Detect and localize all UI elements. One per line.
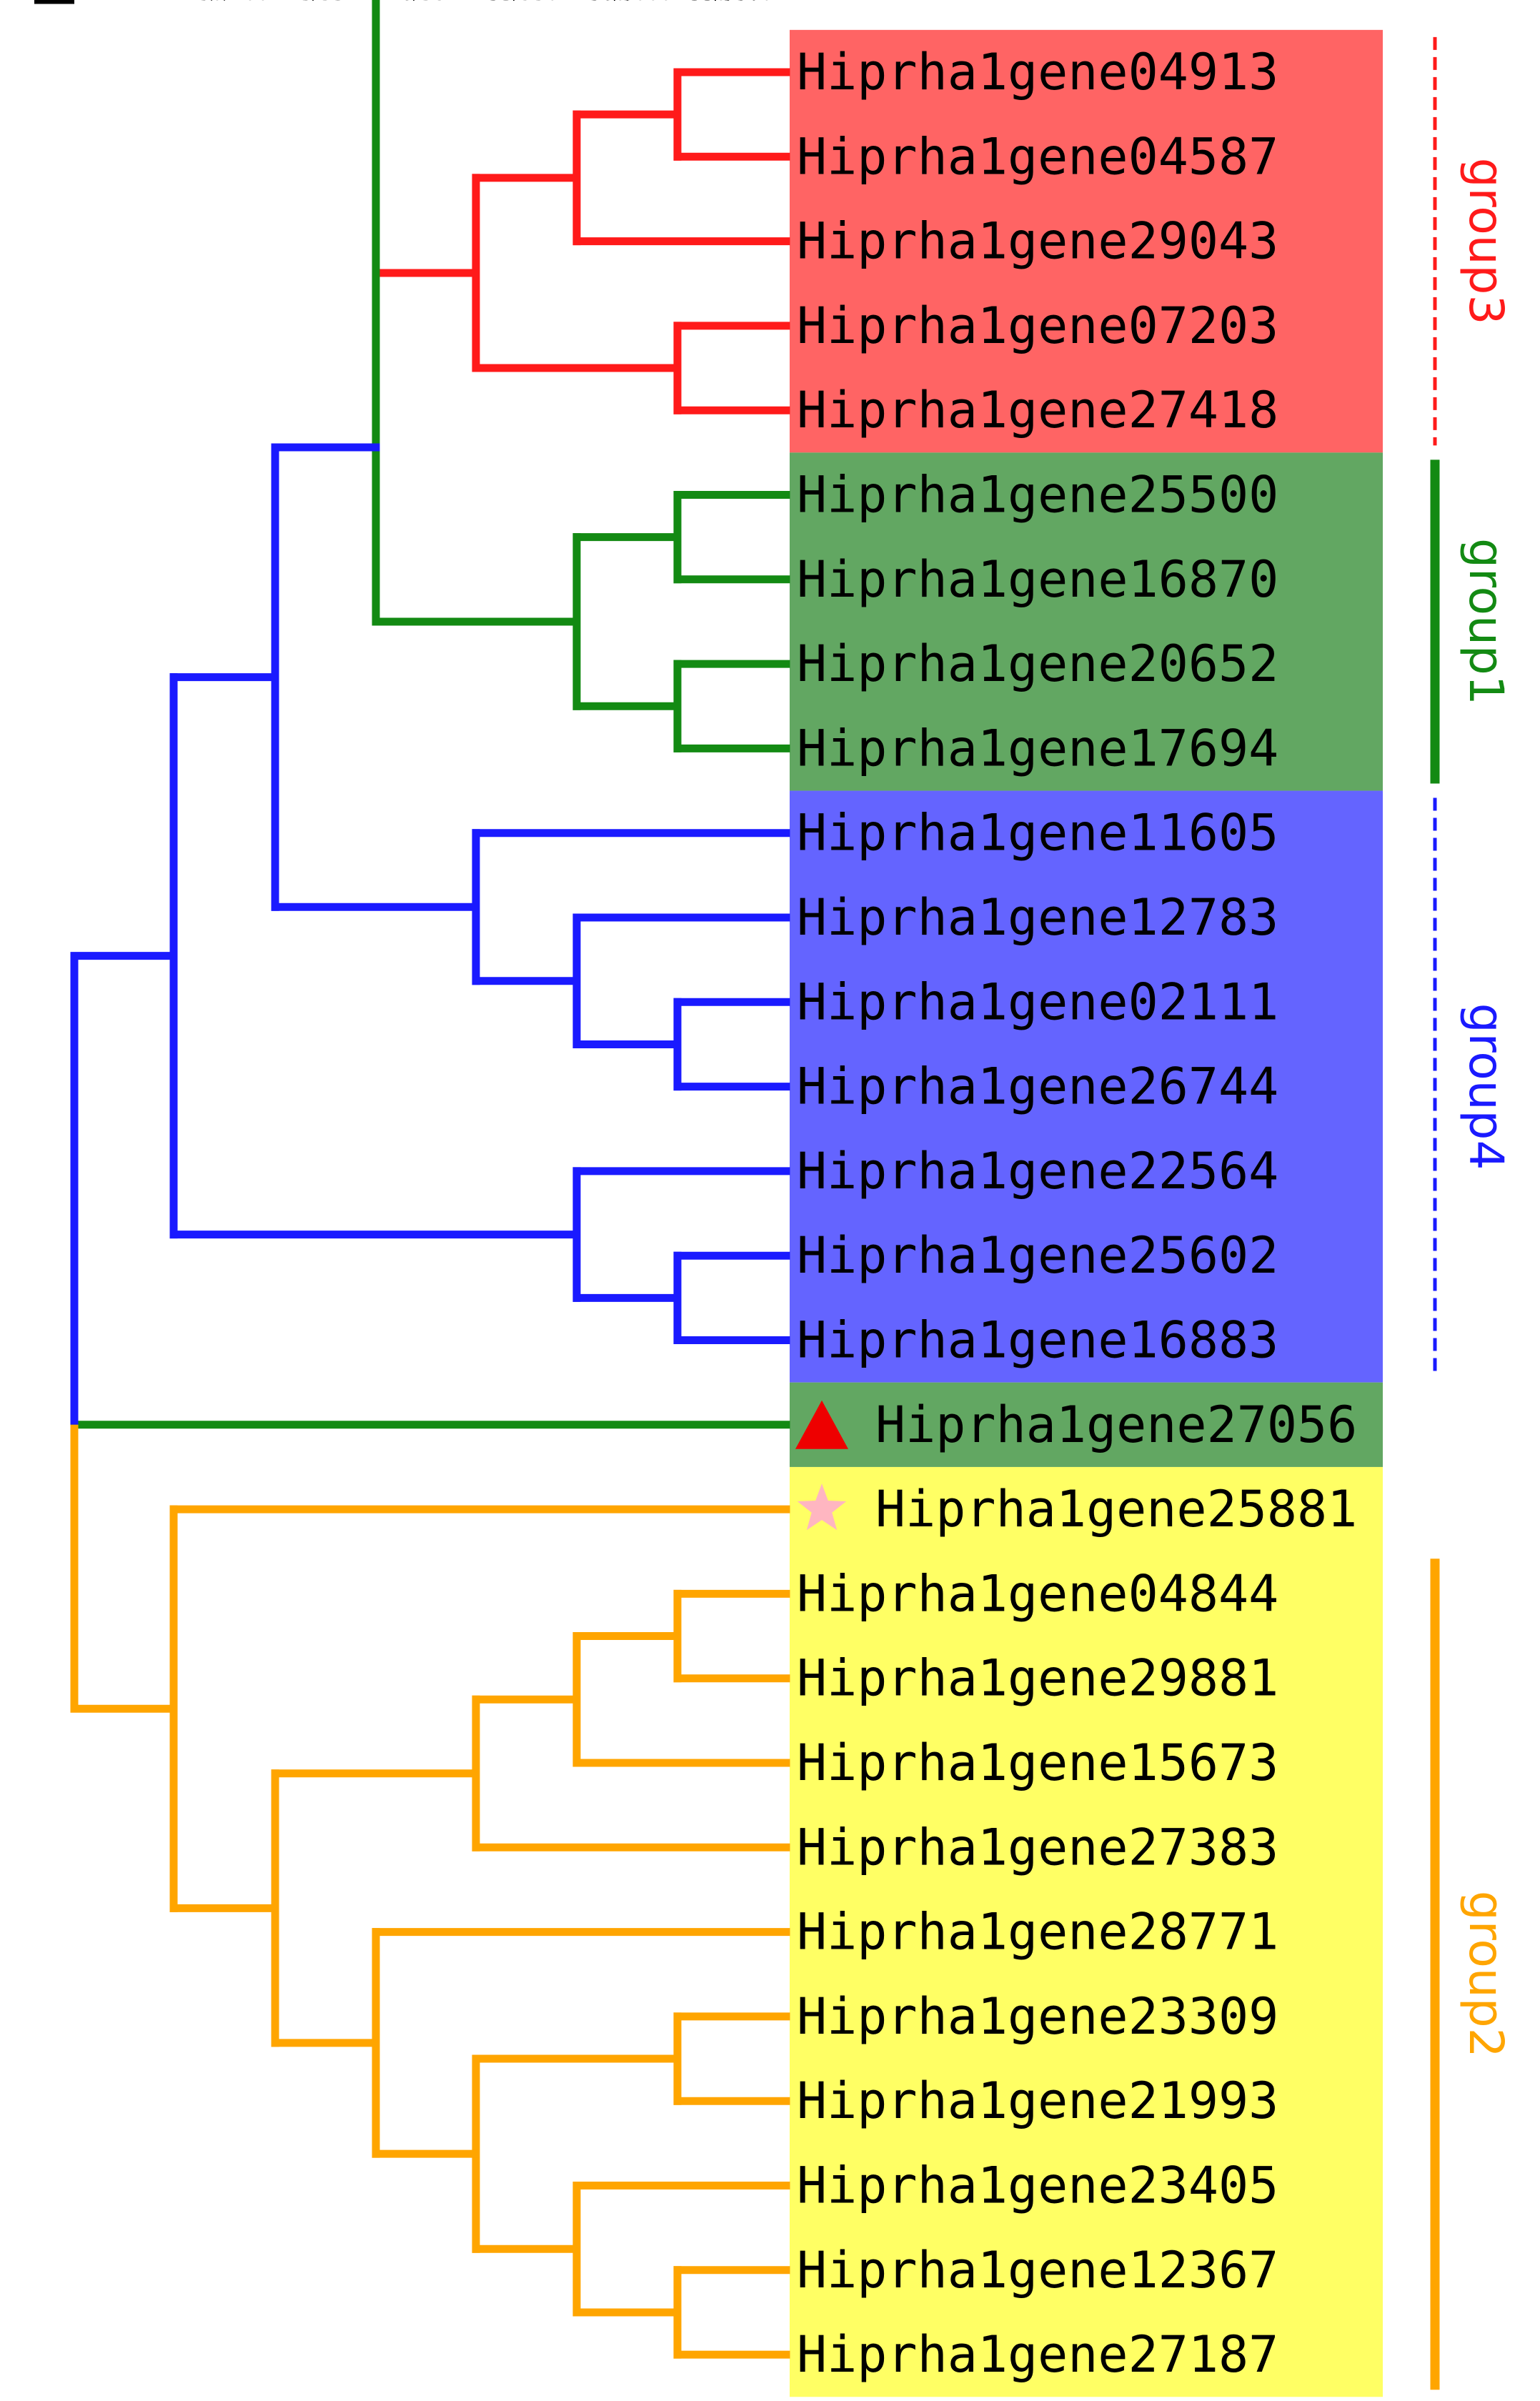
support-value: 45/48 — [287, 0, 345, 6]
group-annotations: group3 group1 group4 group2 — [1430, 36, 1514, 2390]
leaf-label: Hiprha1gene27187 — [797, 2325, 1278, 2384]
leaf-label: Hiprha1gene12783 — [797, 888, 1278, 947]
leaf-label: Hiprha1gene15673 — [797, 1734, 1278, 1792]
clade-background — [790, 1466, 1383, 2397]
group-label: group3 — [1459, 158, 1514, 325]
leaf-label: Hiprha1gene25500 — [797, 466, 1278, 525]
leaf-label: Hiprha1gene11605 — [797, 804, 1278, 863]
clade-background — [790, 790, 1383, 1383]
support-value: 86/72 — [588, 0, 647, 6]
support-value: 100/100 — [689, 0, 773, 6]
leaf-label: Hiprha1gene26744 — [797, 1058, 1278, 1116]
leaf-label: Hiprha1gene04587 — [797, 127, 1278, 186]
leaf-label: Hiprha1gene12367 — [797, 2241, 1278, 2300]
support-value: 46/48 — [387, 0, 446, 6]
support-value: 89/95 — [689, 0, 747, 6]
support-value: 84 — [487, 0, 513, 6]
clade-background — [790, 29, 1383, 453]
support-value: 86/99 — [487, 0, 546, 6]
support-value: 75/71 — [185, 0, 244, 6]
leaf-label: Hiprha1gene16870 — [797, 550, 1278, 609]
leaf-label: Hiprha1gene04913 — [797, 43, 1278, 101]
leaf-label: Hiprha1gene23405 — [797, 2157, 1278, 2215]
support-value: 99/100 — [487, 0, 559, 6]
leaf-label: Hiprha1gene04844 — [797, 1564, 1278, 1623]
support-value: 41 — [588, 0, 614, 6]
leaf-label: Hiprha1gene02111 — [797, 973, 1278, 1031]
support-value: 50/51 — [588, 0, 647, 6]
group-label: group1 — [1459, 538, 1514, 705]
star-marker-icon — [797, 1483, 847, 1531]
support-value: 100/100 — [185, 0, 269, 6]
leaf-label: Hiprha1gene25602 — [797, 1226, 1278, 1285]
leaf-label: Hiprha1gene27383 — [797, 1818, 1278, 1876]
leaf-label: Hiprha1gene28771 — [797, 1903, 1278, 1962]
tree-branches — [34, 0, 790, 2359]
leaf-label: Hiprha1gene27056 — [875, 1396, 1357, 1454]
support-value: 46/59 — [287, 0, 345, 6]
support-value: 87/80 — [588, 0, 647, 6]
leaf-label: Hiprha1gene27418 — [797, 381, 1278, 439]
leaf-label: Hiprha1gene21993 — [797, 2072, 1278, 2130]
support-value: 99/100 — [689, 0, 760, 6]
leaf-label: Hiprha1gene29043 — [797, 212, 1278, 271]
leaf-label: Hiprha1gene20652 — [797, 635, 1278, 693]
leaf-label: Hiprha1gene16883 — [797, 1311, 1278, 1370]
support-value: 98/100 — [689, 0, 760, 6]
support-value: 78/100 — [689, 0, 760, 6]
group-label: group4 — [1459, 1003, 1514, 1170]
support-value: 99/100 — [689, 0, 760, 6]
leaf-label: Hiprha1gene07203 — [797, 297, 1278, 355]
support-value: 20/34 — [387, 0, 446, 6]
clade-backgrounds — [790, 29, 1383, 2397]
group-label: group2 — [1459, 1891, 1514, 2058]
support-value: 61/61 — [588, 0, 647, 6]
leaf-label: Hiprha1gene25881 — [875, 1480, 1357, 1538]
leaf-labels: Hiprha1gene04913Hiprha1gene04587Hiprha1g… — [797, 43, 1357, 2384]
leaf-label: Hiprha1gene23309 — [797, 1987, 1278, 2046]
support-value: 44/97 — [689, 0, 747, 6]
support-value: 88/88 — [689, 0, 747, 6]
leaf-label: Hiprha1gene22564 — [797, 1142, 1278, 1200]
support-value: 53/77 — [487, 0, 546, 6]
support-value: 100/100 — [588, 0, 672, 6]
triangle-marker-icon — [795, 1400, 848, 1449]
clade-background — [790, 1382, 1383, 1467]
leaf-markers — [795, 1400, 848, 1531]
support-value: 89/96 — [689, 0, 747, 6]
clade-background — [790, 452, 1383, 791]
support-values: 44/9761/61100/10086/9999/10099/10086/724… — [185, 0, 773, 6]
leaf-label: Hiprha1gene17694 — [797, 719, 1278, 777]
leaf-label: Hiprha1gene29881 — [797, 1649, 1278, 1708]
